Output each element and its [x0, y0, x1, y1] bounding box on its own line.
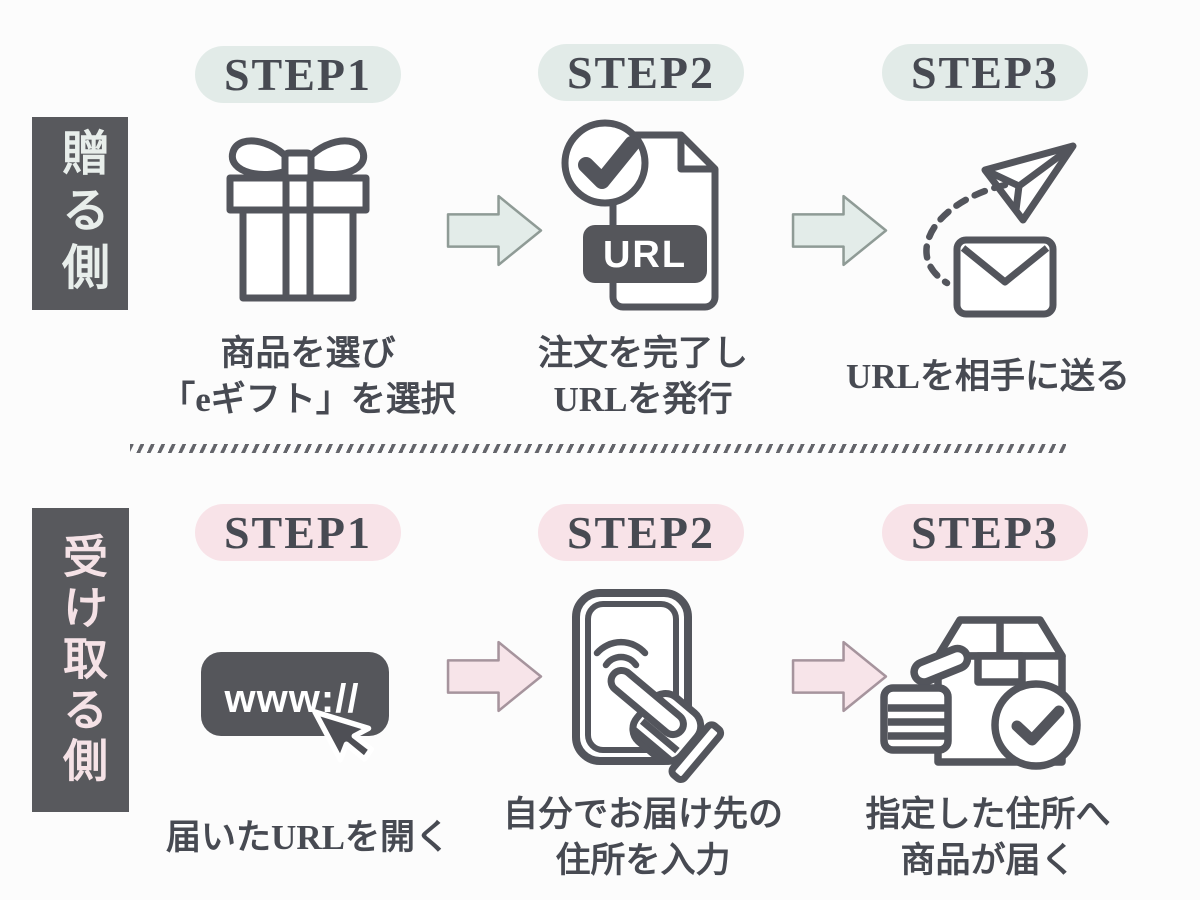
caption-line: URLを発行	[553, 380, 733, 419]
giver-arrow-2	[791, 194, 888, 267]
caption-line: 指定した住所へ	[865, 794, 1111, 834]
caption-line: URLを相手に送る	[846, 356, 1130, 396]
giver-step1-badge: STEP1	[195, 46, 401, 103]
dashed-trail	[923, 181, 1009, 287]
url-badge	[583, 225, 707, 283]
caption-line: 届いたURLを開く	[166, 817, 450, 857]
receiver-arrow-2	[791, 640, 888, 713]
phone-tap-icon	[572, 589, 725, 783]
caption-line: 商品が届く	[900, 841, 1076, 880]
receiver-arrow-1	[446, 640, 543, 713]
giver-step3-badge: STEP3	[882, 44, 1088, 101]
url-badge-label: URL	[603, 234, 687, 276]
receiver-side-label: 受け取る側	[56, 532, 106, 788]
receiver-step3-badge: STEP3	[882, 504, 1088, 561]
hatched-divider	[130, 444, 1066, 453]
giver-side-label: 贈る側	[54, 128, 107, 299]
url-document-check-icon: URL	[561, 119, 719, 311]
receiver-step1-caption: 届いたURLを開く	[88, 788, 528, 888]
send-mail-icon	[923, 142, 1077, 318]
cursor-icon	[312, 709, 375, 763]
giver-side-banner: 贈る側	[32, 117, 128, 310]
www-link-click-icon: www://	[201, 652, 389, 763]
receiver-step2-badge: STEP2	[538, 504, 744, 561]
caption-line: 商品を選び	[220, 333, 396, 373]
package-delivered-icon	[880, 616, 1081, 770]
caption-line: 住所を入力	[555, 841, 731, 880]
giver-arrow-1	[446, 194, 543, 267]
receiver-step3-badge-label: STEP3	[910, 507, 1060, 558]
receiver-step1-badge-label: STEP1	[223, 507, 373, 558]
receiver-step1-badge: STEP1	[195, 504, 401, 561]
giver-step2-badge: STEP2	[538, 44, 744, 101]
giver-step3-badge-label: STEP3	[910, 47, 1060, 98]
receiver-step2-badge-label: STEP2	[566, 507, 716, 558]
www-button-label: www://	[224, 677, 360, 721]
caption-line: 自分でお届け先の	[502, 794, 783, 834]
giver-step1-badge-label: STEP1	[223, 49, 373, 100]
giver-step3-caption: URLを相手に送る	[768, 322, 1200, 432]
giver-step1-caption: 商品を選び 「eギフト」を選択	[88, 322, 528, 432]
receiver-side-banner: 受け取る側	[32, 508, 129, 812]
receiver-step3-caption: 指定した住所へ 商品が届く	[768, 783, 1200, 893]
gift-box-icon	[226, 137, 370, 302]
www-button	[201, 652, 389, 736]
caption-line: 「eギフト」を選択	[160, 380, 456, 419]
caption-line: 注文を完了し	[537, 333, 748, 373]
giver-step2-badge-label: STEP2	[566, 47, 716, 98]
giver-step2-caption: 注文を完了し URLを発行	[423, 322, 863, 432]
receiver-step2-caption: 自分でお届け先の 住所を入力	[423, 783, 863, 893]
